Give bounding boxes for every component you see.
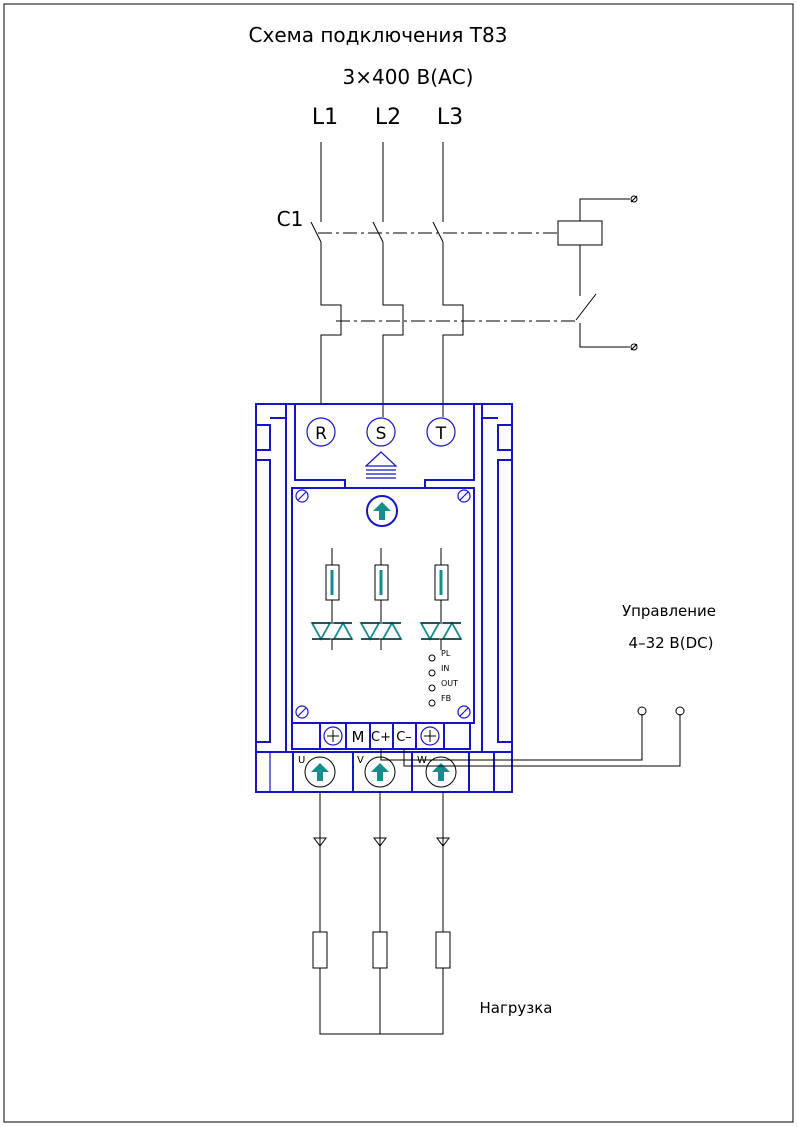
led-label-fb: FB xyxy=(441,694,451,703)
panel-screws xyxy=(295,489,471,719)
supply-voltage: 3×400 В(АС) xyxy=(343,65,474,89)
control-label: Управление xyxy=(622,602,716,620)
terminal-c-minus: C– xyxy=(396,730,412,745)
input-terminal-s: S xyxy=(366,417,396,447)
terminal-u: U xyxy=(298,755,305,766)
contactor-coil xyxy=(557,195,638,351)
control-wiring xyxy=(380,706,685,767)
thyristor-controller xyxy=(255,403,513,793)
phase-wires-top xyxy=(310,142,464,417)
led-label-in: IN xyxy=(441,664,449,673)
contactor-label: C1 xyxy=(277,207,304,231)
control-terminals: M C+ C– xyxy=(323,726,440,746)
input-terminal-r: R xyxy=(306,417,336,447)
output-screw-v xyxy=(364,756,396,788)
terminal-c-plus: C+ xyxy=(371,730,391,745)
input-terminal-t: T xyxy=(426,417,456,447)
ground-screw-icon xyxy=(366,495,398,527)
diagram-title: Схема подключения Т83 xyxy=(249,23,508,47)
svg-text:T: T xyxy=(435,424,447,444)
chevron-up-icon xyxy=(364,451,398,479)
output-screw-u xyxy=(304,756,336,788)
svg-text:R: R xyxy=(315,424,327,444)
led-label-pl: PL xyxy=(441,649,451,658)
phase-label-l2: L2 xyxy=(375,105,401,130)
load-wiring xyxy=(313,792,450,1035)
internal-fuses xyxy=(325,548,449,622)
output-terminals: U V W xyxy=(298,755,457,788)
status-leds: PL IN OUT FB xyxy=(428,649,458,707)
svg-text:S: S xyxy=(376,424,387,444)
phase-label-l1: L1 xyxy=(312,105,338,130)
terminal-m: M xyxy=(352,728,365,746)
load-label: Нагрузка xyxy=(480,999,553,1017)
drawing-frame xyxy=(3,3,794,1123)
thyristor-pairs xyxy=(310,621,463,650)
output-screw-w xyxy=(425,756,457,788)
led-label-out: OUT xyxy=(441,679,458,688)
control-voltage-label: 4–32 В(DC) xyxy=(629,634,714,652)
phase-label-l3: L3 xyxy=(437,105,463,130)
terminal-v: V xyxy=(357,755,364,766)
load-resistors xyxy=(312,931,451,969)
